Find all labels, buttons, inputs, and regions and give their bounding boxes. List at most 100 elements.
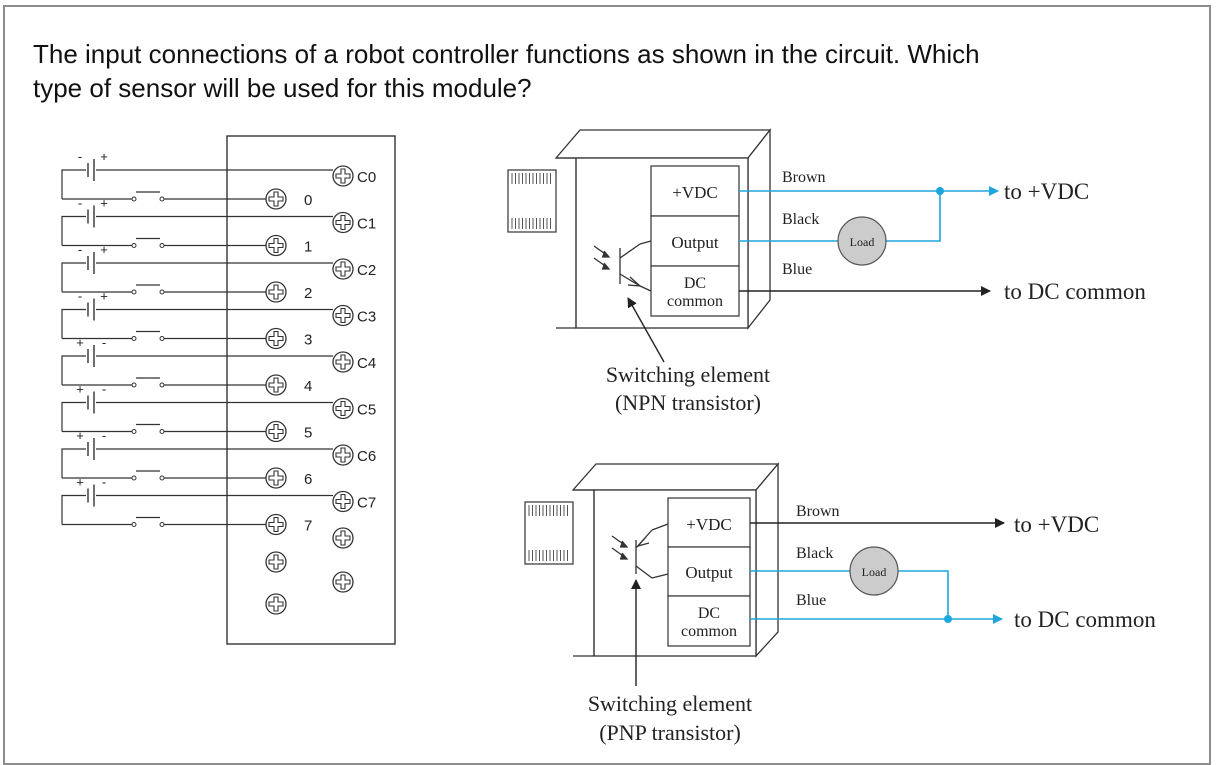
input-screw-7	[265, 513, 287, 536]
pnp-wire-blue-label: Blue	[796, 592, 826, 609]
npn-label-output: Output	[671, 233, 719, 252]
input-circuit-6: +-	[61, 428, 333, 481]
battery-sign-right: -	[102, 475, 106, 490]
common-screw-7	[332, 490, 354, 513]
pnp-wire-black-label: Black	[796, 545, 833, 562]
npn-caption-pointer	[627, 297, 665, 363]
npn-sensor: +VDC Output DC common Load Brown Black B…	[507, 128, 1146, 415]
input-label-5: 5	[304, 425, 312, 442]
common-label-0: C0	[357, 169, 376, 186]
input-screw-1	[265, 234, 287, 257]
pnp-label-common: common	[681, 623, 737, 640]
battery-sign-right: +	[100, 149, 108, 164]
terminal-block-body	[226, 135, 396, 645]
pnp-box-top	[571, 463, 780, 491]
npn-label-common: common	[667, 293, 723, 310]
pnp-load-label: Load	[862, 565, 887, 579]
input-circuit-7: +-	[61, 475, 333, 527]
input-circuit-5: +-	[61, 382, 333, 434]
npn-to-common-label: to DC common	[1004, 279, 1146, 304]
input-circuit-3: -+	[61, 289, 333, 341]
pnp-to-vdc-label: to +VDC	[1014, 512, 1099, 537]
npn-wire-blue-label: Blue	[782, 261, 812, 278]
input-label-0: 0	[304, 192, 312, 209]
npn-label-dc: DC	[684, 275, 706, 292]
spare-screw-3	[332, 571, 354, 593]
input-label-3: 3	[304, 332, 312, 349]
input-screw-3	[265, 327, 287, 350]
battery-sign-left: +	[76, 475, 84, 490]
common-screw-5	[332, 397, 354, 420]
terminal-labels: C0 0C1 1C2 2C3 3C4 4C5 5C6 6C7 7	[304, 169, 376, 535]
common-screw-1	[332, 211, 354, 234]
pnp-to-common-label: to DC common	[1014, 607, 1156, 632]
battery-sign-right: +	[100, 196, 108, 211]
pnp-label-vdc: +VDC	[686, 515, 731, 534]
input-screw-4	[265, 374, 287, 396]
common-label-2: C2	[357, 262, 376, 279]
npn-caption-line-2: (NPN transistor)	[615, 390, 761, 415]
input-screw-0	[265, 188, 287, 210]
battery-sign-left: -	[78, 196, 82, 211]
npn-wire-black-label: Black	[782, 211, 819, 228]
input-wiring: -+-+-+-++-+-+-+-	[61, 149, 333, 527]
common-screw-6	[332, 444, 354, 466]
common-label-6: C6	[357, 448, 376, 465]
common-label-5: C5	[357, 402, 376, 419]
pnp-load	[849, 546, 899, 596]
common-screw-0	[332, 165, 354, 187]
spare-screw-0	[265, 551, 287, 573]
question-text: The input connections of a robot control…	[33, 37, 1193, 105]
common-label-7: C7	[357, 495, 376, 512]
battery-sign-right: +	[100, 289, 108, 304]
input-circuit-0: -+	[61, 149, 333, 202]
pnp-terminal-common	[667, 595, 751, 647]
npn-terminal-vdc	[650, 165, 740, 217]
npn-thread-lines	[511, 173, 551, 229]
pnp-transistor-symbol	[611, 523, 669, 579]
input-label-1: 1	[304, 239, 312, 256]
npn-to-vdc-label: to +VDC	[1004, 179, 1089, 204]
pnp-terminal-output	[667, 546, 751, 597]
common-screw-3	[332, 304, 354, 327]
common-label-4: C4	[357, 355, 376, 372]
battery-sign-left: +	[76, 335, 84, 350]
input-circuit-4: +-	[61, 335, 333, 388]
npn-terminal-output	[650, 215, 740, 267]
npn-load-return-wire	[886, 191, 941, 242]
battery-sign-left: +	[76, 428, 84, 443]
question-line-2: type of sensor will be used for this mod…	[33, 73, 532, 103]
npn-load-label: Load	[850, 235, 875, 249]
battery-sign-left: +	[76, 382, 84, 397]
common-label-1: C1	[357, 216, 376, 233]
input-circuit-2: -+	[61, 242, 333, 295]
spare-screw-2	[332, 527, 354, 549]
common-screw-2	[332, 258, 354, 280]
input-screw-2	[265, 281, 287, 303]
input-label-7: 7	[304, 518, 312, 535]
battery-sign-right: +	[100, 242, 108, 257]
pnp-load-return-wire	[898, 570, 949, 619]
pnp-terminal-vdc	[667, 497, 751, 548]
npn-load	[837, 216, 887, 266]
battery-sign-left: -	[78, 289, 82, 304]
input-label-6: 6	[304, 471, 312, 488]
npn-transistor-symbol	[593, 240, 652, 292]
question-line-1: The input connections of a robot control…	[33, 39, 980, 69]
npn-wire-brown-label: Brown	[782, 169, 826, 186]
common-label-3: C3	[357, 309, 376, 326]
pnp-label-output: Output	[685, 563, 733, 582]
battery-sign-left: -	[78, 149, 82, 164]
input-circuit-1: -+	[61, 196, 333, 248]
npn-box-top	[554, 129, 772, 159]
npn-terminal-common	[650, 265, 740, 317]
input-label-4: 4	[304, 378, 312, 395]
pnp-thread-lines	[528, 505, 568, 561]
battery-sign-right: -	[102, 335, 106, 350]
npn-caption-line-1: Switching element	[606, 362, 770, 387]
input-label-2: 2	[304, 285, 312, 302]
input-screw-6	[265, 467, 287, 489]
pnp-caption-line-1: Switching element	[588, 691, 752, 716]
npn-box-side	[747, 128, 771, 330]
common-screw-4	[332, 351, 354, 373]
